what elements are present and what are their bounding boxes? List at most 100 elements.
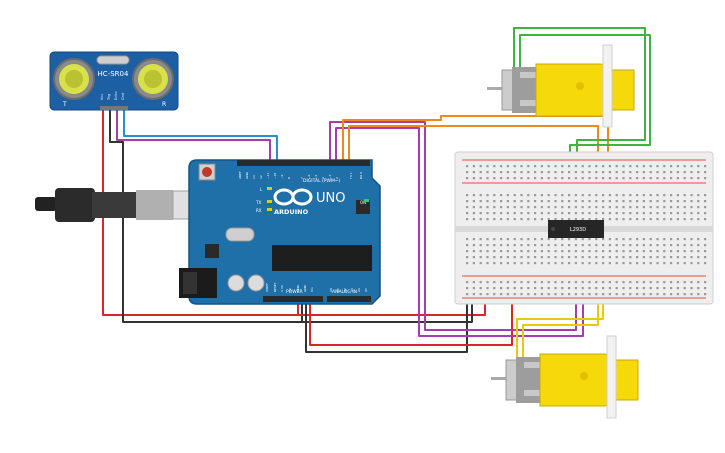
breadboard-hole [602, 293, 605, 296]
pin-8: 8 [287, 177, 291, 179]
pin-11: ~11 [266, 173, 270, 179]
digital-header[interactable] [237, 160, 370, 166]
breadboard-hole [676, 262, 679, 265]
wire-gnd2[interactable] [305, 293, 468, 353]
reset-button-icon[interactable] [198, 163, 216, 181]
breadboard-hole [472, 250, 475, 253]
breadboard-hole [554, 256, 557, 259]
breadboard-hole [506, 262, 509, 265]
breadboard-hole [615, 194, 618, 197]
breadboard-hole [704, 218, 707, 221]
breadboard-hole [540, 177, 543, 180]
ultrasonic-sensor[interactable]: HC-SR04 T R Vcc Trig Echo Gnd [49, 51, 179, 111]
breadboard-hole [540, 200, 543, 203]
breadboard-hole [622, 200, 625, 203]
wire-ctrl-purple-1[interactable] [329, 121, 577, 331]
breadboard-hole [581, 165, 584, 168]
breadboard-hole [472, 281, 475, 284]
breadboard-hole [649, 281, 652, 284]
breadboard-hole [547, 256, 550, 259]
breadboard-hole [602, 165, 605, 168]
dc-motor-top[interactable] [487, 44, 635, 128]
breadboard-hole [595, 250, 598, 253]
analog-header[interactable] [327, 296, 371, 302]
breadboard-hole [568, 212, 571, 215]
breadboard-hole [642, 244, 645, 247]
breadboard-hole [506, 200, 509, 203]
breadboard-hole [615, 200, 618, 203]
breadboard-hole [472, 200, 475, 203]
breadboard-hole [554, 200, 557, 203]
breadboard-hole [615, 212, 618, 215]
breadboard[interactable]: L293D [454, 151, 714, 305]
breadboard-hole [670, 281, 673, 284]
breadboard-hole [547, 244, 550, 247]
wire-ctrl-orange-1[interactable] [342, 115, 609, 190]
l293d-driver-chip[interactable]: L293D [548, 220, 604, 238]
breadboard-hole [534, 256, 537, 259]
breadboard-hole [595, 194, 598, 197]
breadboard-hole [690, 218, 693, 221]
sensor-r-mark: R [162, 101, 166, 108]
breadboard-hole [615, 293, 618, 296]
breadboard-hole [642, 293, 645, 296]
breadboard-hole [670, 165, 673, 168]
on-led-label: ON [360, 200, 366, 205]
breadboard-hole [636, 238, 639, 241]
breadboard-hole [547, 194, 550, 197]
breadboard-hole [615, 165, 618, 168]
breadboard-hole [636, 194, 639, 197]
breadboard-hole [568, 256, 571, 259]
breadboard-hole [513, 194, 516, 197]
breadboard-hole [690, 194, 693, 197]
wire-vin[interactable] [309, 290, 513, 346]
breadboard-hole [568, 250, 571, 253]
breadboard-hole [704, 256, 707, 259]
breadboard-hole [636, 250, 639, 253]
breadboard-hole [540, 165, 543, 168]
breadboard-hole [466, 281, 469, 284]
breadboard-hole [568, 287, 571, 290]
breadboard-hole [479, 171, 482, 174]
breadboard-hole [493, 171, 496, 174]
breadboard-hole [588, 171, 591, 174]
breadboard-hole [493, 250, 496, 253]
breadboard-hole [670, 238, 673, 241]
dc-motor-bottom[interactable] [491, 335, 639, 419]
breadboard-hole [636, 165, 639, 168]
breadboard-hole [615, 256, 618, 259]
wire-sensor-echo[interactable] [123, 108, 278, 162]
power-header[interactable] [263, 296, 323, 302]
breadboard-hole [466, 212, 469, 215]
breadboard-hole [595, 238, 598, 241]
breadboard-hole [520, 171, 523, 174]
breadboard-hole [683, 200, 686, 203]
breadboard-hole [472, 212, 475, 215]
arduino-logo-icon [273, 188, 313, 206]
breadboard-hole [588, 287, 591, 290]
breadboard-hole [608, 177, 611, 180]
breadboard-hole [663, 244, 666, 247]
wire-ctrl-purple-2[interactable] [335, 127, 584, 337]
breadboard-hole [520, 244, 523, 247]
breadboard-hole [466, 238, 469, 241]
breadboard-hole [615, 287, 618, 290]
wire-sensor-trig[interactable] [116, 108, 271, 162]
breadboard-hole [581, 194, 584, 197]
breadboard-hole [568, 171, 571, 174]
breadboard-hole [466, 177, 469, 180]
wire-motor1-green-b[interactable] [513, 27, 646, 190]
power-pin-labels: IOREF RESET 3.3V 5V GND GND Vin [265, 282, 314, 292]
wire-sensor-gnd[interactable] [109, 108, 303, 323]
breadboard-hole [649, 244, 652, 247]
atmega-chip [272, 245, 372, 271]
breadboard-hole [534, 281, 537, 284]
breadboard-hole [486, 293, 489, 296]
breadboard-hole [574, 281, 577, 284]
breadboard-hole [642, 200, 645, 203]
breadboard-hole [574, 262, 577, 265]
arduino-uno-board[interactable]: ARDUINO UNO ON L TX RX DIGITAL (PWM~) PO… [179, 159, 381, 305]
breadboard-hole [540, 218, 543, 221]
breadboard-hole [608, 200, 611, 203]
breadboard-hole [636, 262, 639, 265]
